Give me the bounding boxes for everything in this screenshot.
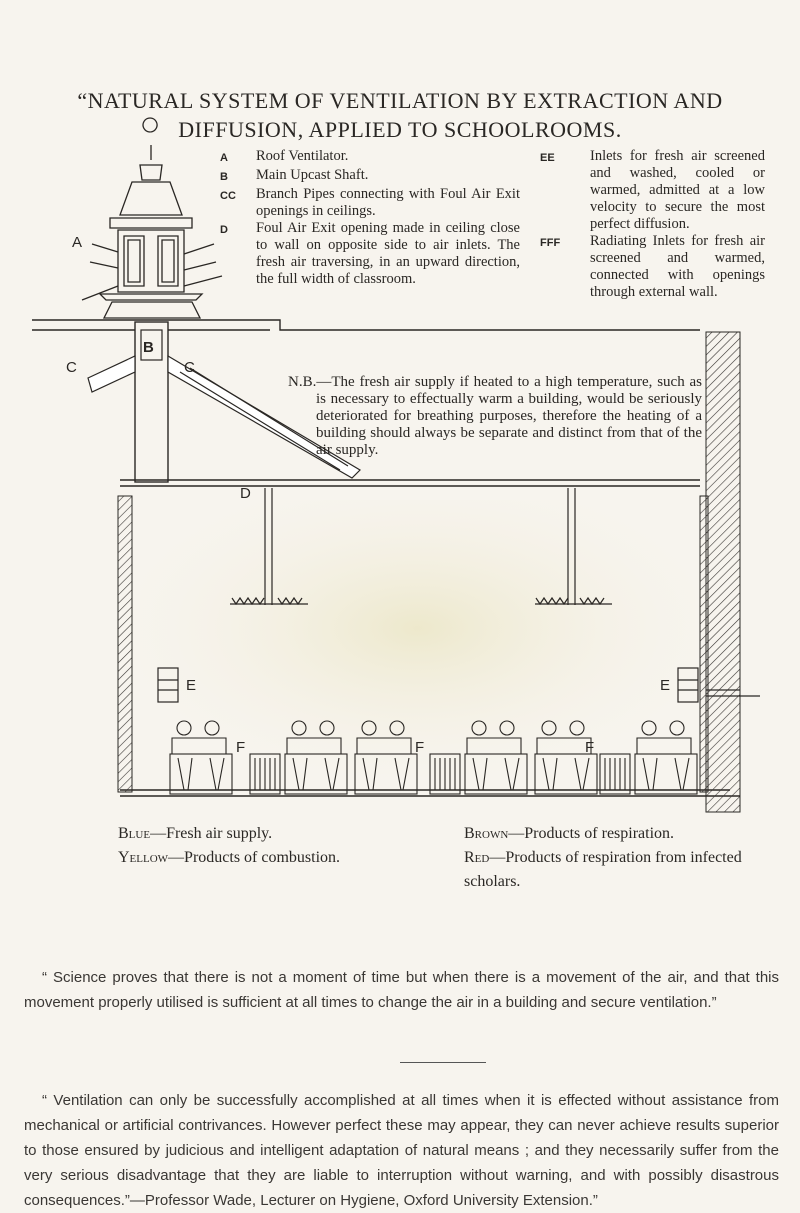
legend-key: A <box>220 152 228 164</box>
label-e-right: E <box>660 677 670 694</box>
legend-key: CC <box>220 190 236 202</box>
legend-key: EE <box>540 152 555 164</box>
legend-right: EE Inlets for fresh air screened and was… <box>540 148 765 301</box>
label-d: D <box>240 485 251 502</box>
label-b: B <box>143 339 154 356</box>
legend-key: FFF <box>540 237 561 249</box>
floor-line <box>120 789 740 797</box>
legend-item-cc: CC Branch Pipes connecting with Foul Air… <box>220 186 520 220</box>
nb-note: N.B.—The fresh air supply if heated to a… <box>288 374 702 459</box>
label-c-right: C <box>184 359 195 376</box>
scholar-desks <box>169 720 698 795</box>
ceiling-line <box>120 479 700 487</box>
nb-lead: N.B.— <box>288 374 332 390</box>
legend-left: A Roof Ventilator. B Main Upcast Shaft. … <box>220 148 520 288</box>
roof-line <box>32 319 700 331</box>
label-e-left: E <box>186 677 196 694</box>
legend-text: Branch Pipes connecting with Foul Air Ex… <box>256 186 520 219</box>
divider <box>400 1062 486 1063</box>
label-c-left: C <box>66 359 77 376</box>
fresh-air-inlets-e <box>157 667 760 703</box>
label-a: A <box>72 234 82 251</box>
quote-paragraph-1: “ Science proves that there is not a mom… <box>24 969 779 1011</box>
page-title: “NATURAL SYSTEM OF VENTILATION BY EXTRAC… <box>77 88 723 142</box>
legend-item-ee: EE Inlets for fresh air screened and was… <box>540 148 765 233</box>
key-yellow: Yellow—Products of combustion. <box>118 849 341 866</box>
legend-item-fff: FFF Radiating Inlets for fresh air scree… <box>540 233 765 301</box>
legend-item-b: B Main Upcast Shaft. <box>220 167 520 186</box>
nb-text: The fresh air supply if heated to a high… <box>316 374 702 458</box>
legend-text: Roof Ventilator. <box>256 148 349 164</box>
roof-ventilator <box>81 117 223 319</box>
legend-text: Radiating Inlets for fresh air screened … <box>590 233 765 300</box>
key-blue: Blue—Fresh air supply. <box>118 825 273 842</box>
legend-text: Foul Air Exit opening made in ceiling cl… <box>256 220 520 287</box>
legend-key: B <box>220 171 228 183</box>
label-f-3: F <box>585 739 594 756</box>
legend-text: Main Upcast Shaft. <box>256 167 369 183</box>
label-f-1: F <box>236 739 245 756</box>
key-brown: Brown—Products of respiration. <box>464 825 675 842</box>
legend-item-a: A Roof Ventilator. <box>220 148 520 167</box>
left-wall <box>117 495 133 793</box>
quote-paragraph-2: “ Ventilation can only be successfully a… <box>24 1092 779 1209</box>
legend-item-d: D Foul Air Exit opening made in ceiling … <box>220 220 520 288</box>
branch-pipes <box>87 354 361 479</box>
color-key-left: Blue—Fresh air supply. Yellow—Products o… <box>118 822 340 870</box>
upcast-shaft <box>134 321 169 483</box>
color-key-right: Brown—Products of respiration. Red—Produ… <box>464 822 774 894</box>
key-red: Red—Products of respiration from infecte… <box>464 849 742 890</box>
label-f-2: F <box>415 739 424 756</box>
legend-key: D <box>220 224 228 236</box>
right-wall <box>705 331 741 813</box>
legend-text: Inlets for fresh air screened and washed… <box>590 148 765 232</box>
schoolroom-ventilation-diagram: A B C C D E E F F F <box>32 117 760 813</box>
